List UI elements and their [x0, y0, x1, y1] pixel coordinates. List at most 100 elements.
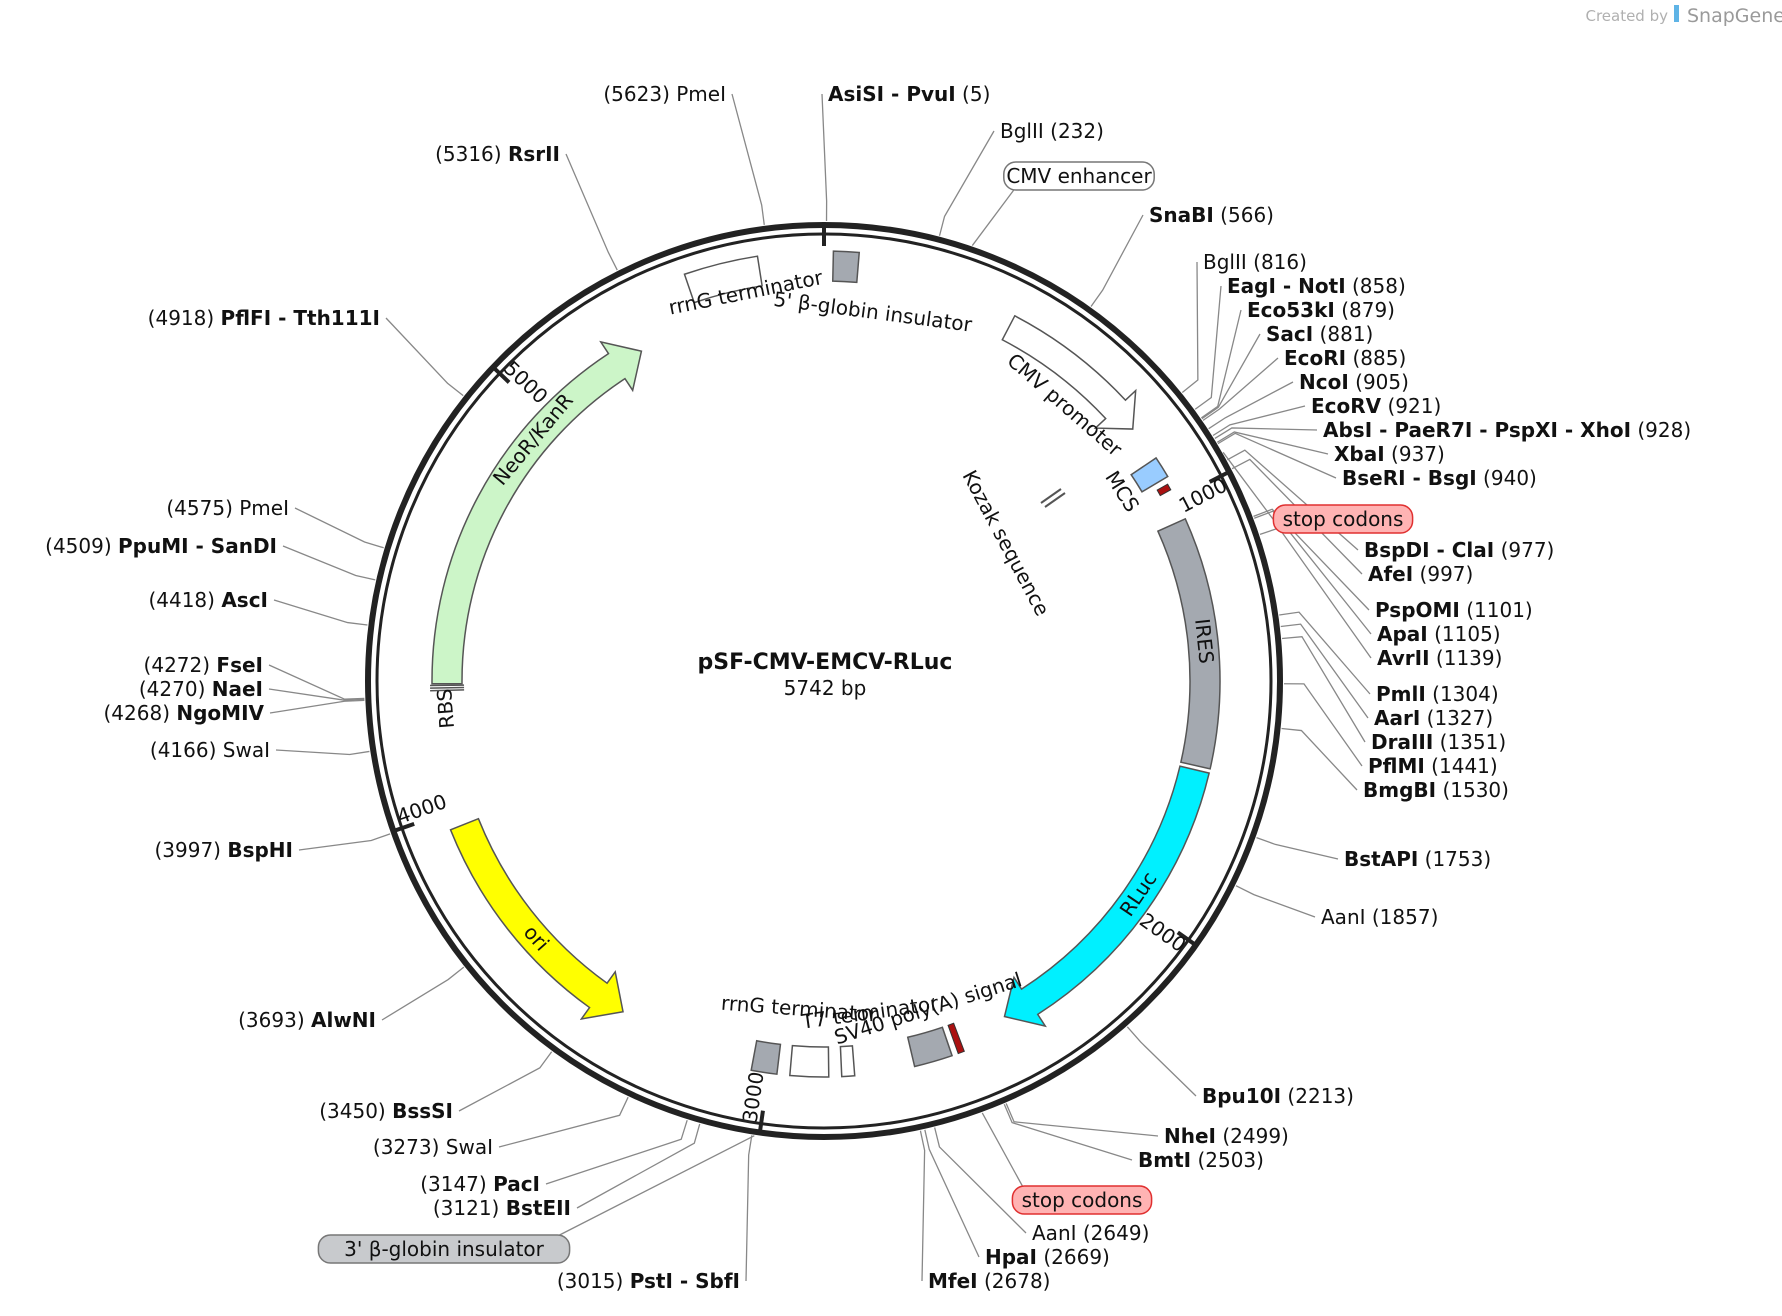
- site-label-part: PflMI: [1368, 754, 1425, 778]
- site-label-part: (1753): [1418, 847, 1491, 871]
- leader-line: [268, 688, 365, 701]
- stop-codon-mark: [1156, 483, 1172, 497]
- leader-line: [1090, 214, 1144, 307]
- site-label: AfeI (997): [1368, 562, 1473, 586]
- tick-label: 4000: [394, 789, 450, 828]
- leader-line: [1216, 431, 1329, 455]
- site-label: (3997) BspHI: [154, 838, 293, 862]
- site-label-part: ApaI: [1377, 622, 1428, 646]
- leader-line: [1279, 611, 1371, 695]
- site-label: (4270) NaeI: [139, 677, 263, 701]
- kozak-label: Kozak sequence: [958, 466, 1055, 620]
- leader-line: [938, 130, 995, 236]
- site-label: AarI (1327): [1374, 706, 1493, 730]
- boxed-label-frame: [1003, 161, 1155, 191]
- leader-line: [1281, 727, 1358, 791]
- site-label-part: (4918): [148, 306, 221, 330]
- site-label: AanI (1857): [1321, 905, 1438, 929]
- site-label-part: PacI: [493, 1172, 540, 1196]
- rluc-arrow: [1003, 765, 1211, 1028]
- rrng-terminator-box-top: [683, 255, 763, 304]
- site-label-part: (1857): [1366, 905, 1439, 929]
- leader-line: [545, 1119, 688, 1185]
- site-label-part: (3147): [420, 1172, 493, 1196]
- site-label: PflMI (1441): [1368, 754, 1498, 778]
- leader-line: [381, 966, 465, 1021]
- leader-line: [1231, 458, 1363, 575]
- ires-label: IRES: [1190, 617, 1219, 664]
- site-label-part: SwaI: [223, 738, 270, 762]
- site-label: (4918) PflFI - Tth111I: [148, 306, 380, 330]
- site-label-part: BspHI: [227, 838, 293, 862]
- leader-line: [1201, 333, 1261, 420]
- leader-line: [821, 93, 828, 222]
- site-label-part: - SbfI: [673, 1269, 740, 1293]
- site-label: (4272) FseI: [144, 653, 263, 677]
- site-label: (3273) SwaI: [373, 1135, 493, 1159]
- site-label-part: - PvuI: [884, 82, 956, 106]
- site-label-part: AfeI: [1368, 562, 1413, 586]
- tick-mark: [1208, 470, 1229, 484]
- site-label: AsiSI - PvuI (5): [828, 82, 990, 106]
- site-label: (4268) NgoMIV: [104, 701, 265, 725]
- site-label: (3450) BssSI: [319, 1099, 453, 1123]
- site-label: XbaI (937): [1334, 442, 1445, 466]
- site-label-part: AbsI: [1323, 418, 1372, 442]
- site-label-part: (1441): [1425, 754, 1498, 778]
- site-label-part: (3450): [319, 1099, 392, 1123]
- leader-line: [1281, 635, 1366, 743]
- site-label: BstAPI (1753): [1344, 847, 1491, 871]
- boxed-label-frame: [317, 1234, 571, 1264]
- site-label-part: PmeI: [676, 82, 726, 106]
- leader-line: [282, 545, 376, 581]
- site-label-part: (977): [1494, 538, 1554, 562]
- site-label-part: (3693): [238, 1008, 311, 1032]
- site-label-part: BseRI: [1342, 466, 1406, 490]
- site-label-part: - PaeR7I: [1372, 418, 1472, 442]
- site-label-part: EcoRV: [1311, 394, 1382, 418]
- site-label-part: (940): [1477, 466, 1537, 490]
- site-label-part: (4272): [144, 653, 217, 677]
- site-label: EagI - NotI (858): [1227, 274, 1406, 298]
- site-label: (4418) AscI: [148, 588, 268, 612]
- boxed-label: 3' β-globin insulator: [317, 1234, 571, 1264]
- leader-line: [1208, 381, 1294, 430]
- site-label: Eco53kI (879): [1247, 298, 1395, 322]
- site-label-part: (1105): [1428, 622, 1501, 646]
- site-label-part: (3121): [433, 1196, 506, 1220]
- leader-line: [559, 1135, 755, 1236]
- site-leader-lines: [268, 93, 1372, 1282]
- site-label: (5623) PmeI: [603, 82, 726, 106]
- site-label: PspOMI (1101): [1375, 598, 1533, 622]
- site-label-part: (881): [1313, 322, 1373, 346]
- leader-line: [385, 317, 464, 397]
- plasmid-length: 5742 bp: [784, 676, 867, 700]
- site-label: NcoI (905): [1299, 370, 1409, 394]
- site-label-part: NheI: [1164, 1124, 1216, 1148]
- watermark-brand: SnapGene: [1687, 5, 1782, 27]
- site-label: AanI (2649): [1032, 1221, 1149, 1245]
- t7-terminator-box: [839, 1045, 856, 1078]
- site-label-part: AarI: [1374, 706, 1420, 730]
- leader-line: [1003, 1103, 1133, 1161]
- site-label-part: (1530): [1436, 778, 1509, 802]
- leader-line: [731, 93, 765, 225]
- site-label-part: EagI: [1227, 274, 1276, 298]
- site-label-part: PmlI: [1376, 682, 1426, 706]
- leader-line: [1283, 683, 1363, 767]
- site-label-part: - XhoI: [1558, 418, 1631, 442]
- leader-line: [298, 833, 391, 851]
- leader-line: [1126, 1026, 1197, 1097]
- site-label-part: PmeI: [239, 496, 289, 520]
- tick-mark: [758, 1110, 765, 1131]
- boxed-label-text: 3' β-globin insulator: [344, 1237, 545, 1261]
- site-label: Bpu10I (2213): [1202, 1084, 1354, 1108]
- site-label: BmtI (2503): [1138, 1148, 1264, 1172]
- site-label-part: (566): [1214, 203, 1274, 227]
- plasmid-name: pSF-CMV-EMCV-RLuc: [698, 650, 953, 675]
- leader-line: [275, 749, 370, 756]
- site-label-part: (928): [1631, 418, 1691, 442]
- site-label: EcoRI (885): [1284, 346, 1406, 370]
